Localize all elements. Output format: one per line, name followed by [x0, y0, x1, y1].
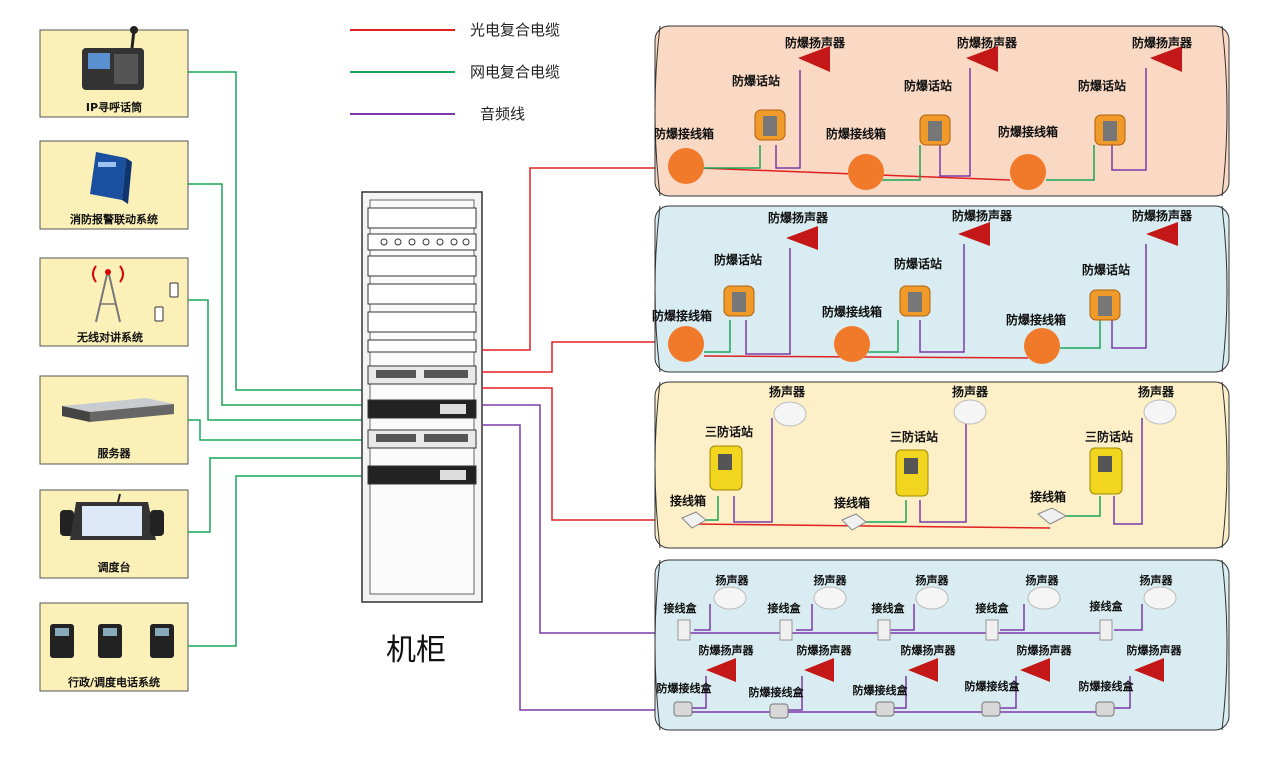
- left-connections: [188, 71, 362, 647]
- label-junction: 防爆接线箱: [652, 308, 712, 323]
- label-ex-junction: 防爆接线盒: [965, 679, 1021, 693]
- label-station: 防爆话站: [714, 252, 762, 267]
- legend-label-fiber: 光电复合电缆: [470, 21, 560, 39]
- horn-speaker-icon: [798, 46, 1182, 72]
- system-label: IP寻呼话筒: [86, 100, 142, 114]
- zone-1: 防爆扬声器 防爆扬声器 防爆扬声器 防爆话站 防爆话站 防爆话站 防爆接线箱 防…: [654, 25, 1230, 197]
- horn-speaker-icon: [706, 658, 1164, 682]
- speaker-icon: [773, 399, 1177, 427]
- legend-label-network: 网电复合电缆: [470, 63, 560, 81]
- zone-4: 扬声器 扬声器 扬声器 扬声器 扬声器 接线盒 接线盒 接线盒 接线盒 接线盒 …: [654, 559, 1230, 731]
- right-connections: [482, 167, 688, 711]
- horn-speaker-icon: [786, 222, 1178, 250]
- label-speaker: 防爆扬声器: [957, 35, 1018, 50]
- legend-label-audio: 音频线: [480, 105, 525, 123]
- system-ip-paging-mic: IP寻呼话筒: [39, 26, 189, 118]
- antenna-tower-icon: [92, 265, 124, 323]
- label-speaker: 防爆扬声器: [785, 35, 846, 50]
- ip-phone-icon: [82, 26, 144, 90]
- label-station: 三防话站: [1085, 429, 1133, 444]
- system-label: 无线对讲系统: [76, 330, 143, 344]
- label-station: 三防话站: [705, 424, 753, 439]
- fire-alarm-device-icon: [90, 152, 132, 204]
- junction-box-icon: [668, 326, 1060, 364]
- label-junction: 防爆接线箱: [826, 126, 886, 141]
- label-station: 防爆话站: [1082, 262, 1130, 277]
- label-speaker: 扬声器: [814, 573, 848, 587]
- label-speaker: 扬声器: [716, 573, 750, 587]
- system-admin-phones: 行政/调度电话系统: [39, 602, 189, 692]
- system-boxes: IP寻呼话筒 消防报警联动系统: [39, 26, 189, 692]
- label-speaker: 防爆扬声器: [1132, 35, 1193, 50]
- label-junction: 防爆接线箱: [822, 304, 882, 319]
- label-junction: 接线盒: [976, 601, 1010, 615]
- label-speaker: 扬声器: [1138, 384, 1175, 399]
- label-ex-junction: 防爆接线盒: [853, 683, 909, 697]
- system-label: 服务器: [98, 446, 132, 460]
- label-ex-speaker: 防爆扬声器: [1017, 643, 1073, 657]
- label-speaker: 扬声器: [916, 573, 950, 587]
- label-ex-junction: 防爆接线盒: [1079, 679, 1135, 693]
- zone-2: 防爆扬声器 防爆扬声器 防爆扬声器 防爆话站 防爆话站 防爆话站 防爆接线箱 防…: [652, 205, 1230, 373]
- dispatch-console-icon: [60, 493, 164, 540]
- label-speaker: 扬声器: [1026, 573, 1060, 587]
- telephone-station-icon: [709, 445, 1123, 497]
- system-label: 调度台: [98, 560, 131, 574]
- rack-cabinet: 机柜: [361, 191, 483, 668]
- label-junction: 接线箱: [834, 495, 870, 510]
- label-junction: 防爆接线箱: [654, 126, 714, 141]
- label-station: 三防话站: [890, 429, 938, 444]
- telephone-station-icon: [723, 285, 1121, 321]
- junction-box-icon: [681, 507, 1068, 531]
- label-ex-junction: 防爆接线盒: [749, 685, 805, 699]
- speaker-icon: [713, 586, 1177, 610]
- label-ex-speaker: 防爆扬声器: [797, 643, 853, 657]
- label-station: 防爆话站: [894, 256, 942, 271]
- label-speaker: 防爆扬声器: [768, 210, 829, 225]
- desk-phone-icon: [50, 624, 174, 658]
- legend: 光电复合电缆 网电复合电缆 音频线: [350, 21, 560, 123]
- label-junction: 接线盒: [1090, 599, 1124, 613]
- label-speaker: 扬声器: [769, 384, 806, 399]
- label-speaker: 防爆扬声器: [1132, 208, 1193, 223]
- label-ex-speaker: 防爆扬声器: [1127, 643, 1183, 657]
- label-junction: 接线盒: [664, 601, 698, 615]
- junction-box-icon: [677, 619, 1113, 641]
- system-label: 行政/调度电话系统: [67, 675, 160, 689]
- label-station: 防爆话站: [904, 78, 952, 93]
- system-fire-alarm: 消防报警联动系统: [39, 140, 189, 230]
- label-junction: 接线盒: [768, 601, 802, 615]
- system-wireless-intercom: 无线对讲系统: [39, 257, 189, 347]
- system-dispatch-console: 调度台: [39, 489, 189, 579]
- cabinet-label: 机柜: [386, 633, 446, 668]
- label-speaker: 防爆扬声器: [952, 208, 1013, 223]
- label-station: 防爆话站: [1078, 78, 1126, 93]
- server-icon: [62, 398, 174, 422]
- label-ex-junction: 防爆接线盒: [657, 681, 713, 695]
- junction-box-icon: [668, 148, 1046, 190]
- zone-3: 扬声器 扬声器 扬声器 三防话站 三防话站 三防话站 接线箱 接线箱 接线箱: [654, 381, 1230, 549]
- walkie-talkie-icon: [154, 282, 179, 322]
- label-junction: 接线箱: [670, 493, 706, 508]
- label-speaker: 扬声器: [1140, 573, 1174, 587]
- label-junction: 防爆接线箱: [1006, 312, 1066, 327]
- ex-junction-box-icon: [673, 701, 1115, 719]
- label-ex-speaker: 防爆扬声器: [699, 643, 755, 657]
- label-station: 防爆话站: [732, 73, 780, 88]
- label-speaker: 扬声器: [952, 384, 989, 399]
- label-junction: 接线箱: [1030, 489, 1066, 504]
- telephone-station-icon: [754, 109, 1126, 146]
- system-server: 服务器: [39, 375, 189, 465]
- label-junction: 防爆接线箱: [998, 124, 1058, 139]
- label-ex-speaker: 防爆扬声器: [901, 643, 957, 657]
- label-junction: 接线盒: [872, 601, 906, 615]
- system-label: 消防报警联动系统: [70, 212, 158, 226]
